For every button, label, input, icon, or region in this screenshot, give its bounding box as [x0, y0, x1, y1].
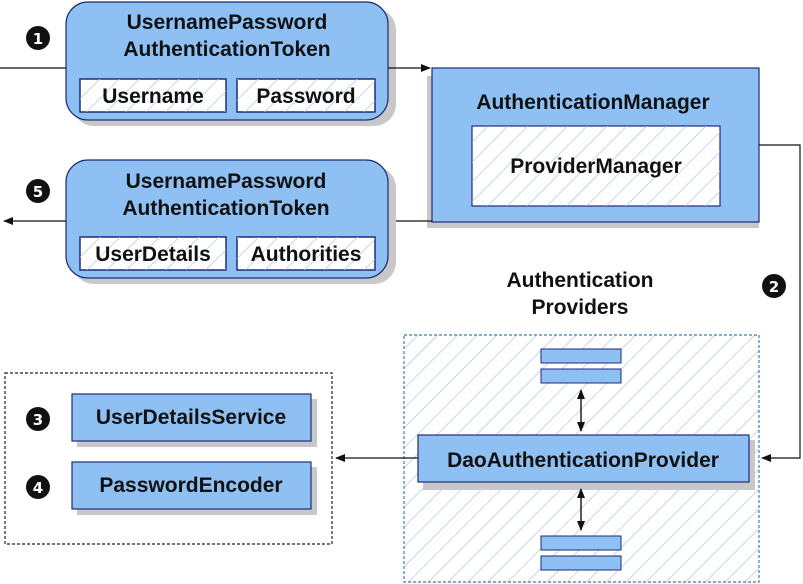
- password-encoder-label: PasswordEncoder: [99, 474, 282, 497]
- authentication-manager-group: AuthenticationManager ProviderManager: [427, 67, 760, 228]
- step-3-number: 3: [33, 411, 43, 429]
- dao-authentication-provider-label: DaoAuthenticationProvider: [447, 449, 719, 472]
- step-5-badge: 5: [26, 179, 50, 203]
- providers-container: DaoAuthenticationProvider: [403, 334, 760, 583]
- step-4-number: 4: [33, 479, 43, 497]
- manager-to-provider-arrow: [759, 144, 801, 462]
- providers-title-line2: Providers: [532, 296, 629, 319]
- step-1-number: 1: [33, 30, 43, 48]
- token-out-title-line2: AuthenticationToken: [122, 197, 329, 220]
- password-field-label: Password: [256, 85, 355, 108]
- provider-placeholder-top-1: [540, 348, 622, 364]
- dao-authentication-provider-box: [417, 434, 750, 483]
- provider-placeholder-bottom-2: [540, 555, 622, 571]
- provider-placeholder-top-2: [540, 368, 622, 384]
- services-container: UserDetailsService PasswordEncoder 3 4: [4, 372, 333, 545]
- authentication-manager-title: AuthenticationManager: [476, 91, 709, 114]
- username-field-label: Username: [102, 85, 204, 108]
- step-1-badge: 1: [26, 26, 50, 50]
- step-3-badge: 3: [26, 407, 50, 431]
- authorities-field-label: Authorities: [251, 243, 362, 266]
- provider-placeholder-bottom-1: [540, 535, 622, 551]
- step-2-badge: 2: [762, 274, 786, 298]
- token-out-title-line1: UsernamePassword: [126, 170, 327, 193]
- user-details-service-label: UserDetailsService: [96, 406, 286, 429]
- user-details-service-box: [71, 393, 312, 442]
- token-in-title-line2: AuthenticationToken: [123, 38, 330, 61]
- providers-title-line1: Authentication: [507, 269, 654, 292]
- services-container-box: [4, 372, 333, 545]
- step-4-badge: 4: [26, 475, 50, 499]
- provider-manager-label: ProviderManager: [510, 155, 682, 178]
- userdetails-field-label: UserDetails: [95, 243, 211, 266]
- step-2-number: 2: [769, 278, 779, 296]
- token-in-group: UsernamePassword AuthenticationToken Use…: [65, 1, 396, 126]
- step-5-number: 5: [33, 183, 43, 201]
- token-out-group: UsernamePassword AuthenticationToken Use…: [65, 159, 396, 284]
- token-in-title-line1: UsernamePassword: [127, 11, 328, 34]
- password-encoder-box: [71, 461, 312, 510]
